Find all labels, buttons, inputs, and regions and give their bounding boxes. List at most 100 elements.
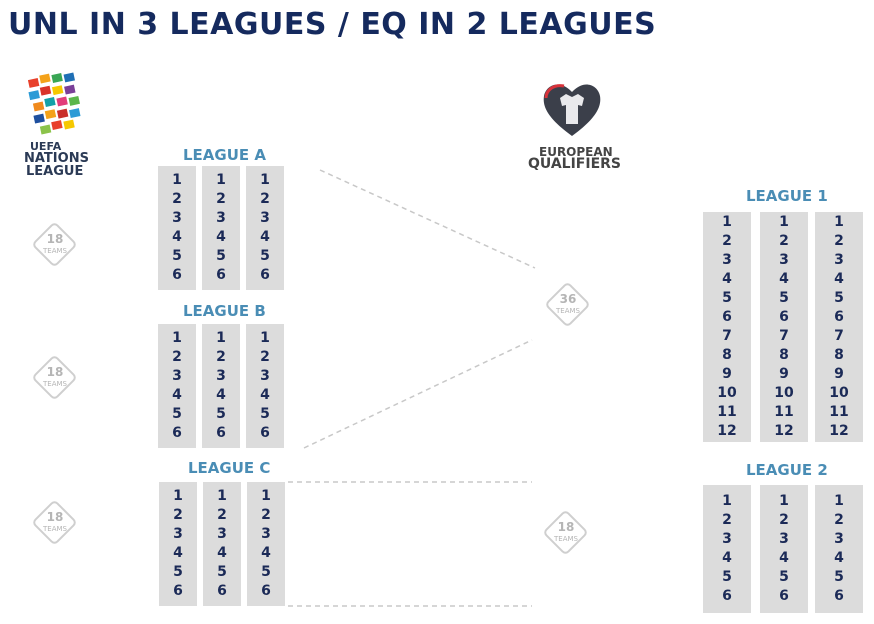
- eq-logo-line2: QUALIFIERS: [528, 156, 622, 172]
- badge-teams-word: TEAMS: [43, 525, 67, 533]
- seed-number: 3: [216, 368, 226, 384]
- seed-number: 8: [834, 347, 844, 363]
- seed-number: 6: [216, 267, 226, 283]
- seed-number: 4: [834, 550, 844, 566]
- seed-number: 6: [217, 583, 227, 599]
- seed-number: 4: [261, 545, 271, 561]
- seed-number: 5: [260, 406, 270, 422]
- seed-number: 7: [722, 328, 732, 344]
- badge-teams-word: TEAMS: [556, 307, 580, 315]
- seed-number: 2: [722, 512, 732, 528]
- seed-number: 6: [779, 309, 789, 325]
- seed-number: 6: [216, 425, 226, 441]
- unl-league-label-1: LEAGUE B: [183, 302, 266, 320]
- seed-number: 6: [834, 309, 844, 325]
- badge-teams-word: TEAMS: [43, 380, 67, 388]
- seed-number: 4: [172, 387, 182, 403]
- seed-number: 2: [260, 349, 270, 365]
- seed-number: 3: [779, 252, 789, 268]
- seed-number: 3: [722, 252, 732, 268]
- seed-number: 1: [260, 330, 270, 346]
- seed-number: 5: [779, 290, 789, 306]
- seed-number: 3: [172, 368, 182, 384]
- seed-number: 4: [216, 387, 226, 403]
- badge-team-count: 18: [46, 232, 64, 246]
- seed-number: 1: [779, 493, 789, 509]
- seed-number: 6: [722, 588, 732, 604]
- seed-number: 3: [834, 531, 844, 547]
- seed-number: 12: [717, 423, 737, 439]
- badge-team-count: 18: [46, 510, 64, 524]
- unl-logo-line3: LEAGUE: [26, 164, 84, 179]
- seed-number: 1: [217, 488, 227, 504]
- seed-number: 12: [829, 423, 849, 439]
- seed-number: 5: [779, 569, 789, 585]
- seed-number: 2: [261, 507, 271, 523]
- seed-number: 6: [173, 583, 183, 599]
- seed-number: 6: [172, 425, 182, 441]
- seed-number: 3: [173, 526, 183, 542]
- seed-number: 7: [834, 328, 844, 344]
- seed-number: 5: [834, 569, 844, 585]
- seed-number: 6: [260, 425, 270, 441]
- seed-number: 2: [172, 349, 182, 365]
- seed-number: 1: [722, 214, 732, 230]
- seed-number: 9: [834, 366, 844, 382]
- seed-number: 8: [722, 347, 732, 363]
- seed-number: 2: [216, 191, 226, 207]
- seed-number: 5: [261, 564, 271, 580]
- seed-number: 4: [217, 545, 227, 561]
- seed-number: 2: [217, 507, 227, 523]
- unl-league-label-0: LEAGUE A: [183, 146, 266, 164]
- seed-number: 1: [172, 330, 182, 346]
- connector-league-a: [319, 169, 536, 269]
- seed-number: 11: [717, 404, 737, 420]
- nations-league-mark-icon: [28, 72, 81, 135]
- seed-number: 5: [260, 248, 270, 264]
- seed-number: 6: [834, 588, 844, 604]
- seed-number: 1: [260, 172, 270, 188]
- seed-number: 2: [834, 233, 844, 249]
- seed-number: 4: [779, 271, 789, 287]
- badge-teams-word: TEAMS: [554, 535, 578, 543]
- seed-number: 8: [779, 347, 789, 363]
- unl-logo-line2: NATIONS: [24, 151, 89, 166]
- badge-team-count: 18: [557, 520, 575, 534]
- qualifiers-heart-shirt-icon: [543, 84, 601, 136]
- seed-number: 3: [779, 531, 789, 547]
- seed-number: 3: [834, 252, 844, 268]
- seed-number: 5: [172, 248, 182, 264]
- seed-number: 1: [779, 214, 789, 230]
- seed-number: 1: [216, 330, 226, 346]
- seed-number: 4: [260, 229, 270, 245]
- seed-number: 2: [260, 191, 270, 207]
- seed-number: 3: [172, 210, 182, 226]
- seed-number: 10: [717, 385, 737, 401]
- seed-number: 5: [173, 564, 183, 580]
- seed-number: 5: [217, 564, 227, 580]
- seed-number: 2: [779, 233, 789, 249]
- seed-number: 2: [216, 349, 226, 365]
- seed-number: 7: [779, 328, 789, 344]
- seed-number: 5: [834, 290, 844, 306]
- seed-number: 4: [172, 229, 182, 245]
- badge-team-count: 18: [46, 365, 64, 379]
- seed-number: 4: [834, 271, 844, 287]
- seed-number: 6: [172, 267, 182, 283]
- seed-number: 4: [216, 229, 226, 245]
- seed-number: 1: [722, 493, 732, 509]
- seed-number: 6: [260, 267, 270, 283]
- seed-number: 2: [834, 512, 844, 528]
- seed-number: 1: [834, 493, 844, 509]
